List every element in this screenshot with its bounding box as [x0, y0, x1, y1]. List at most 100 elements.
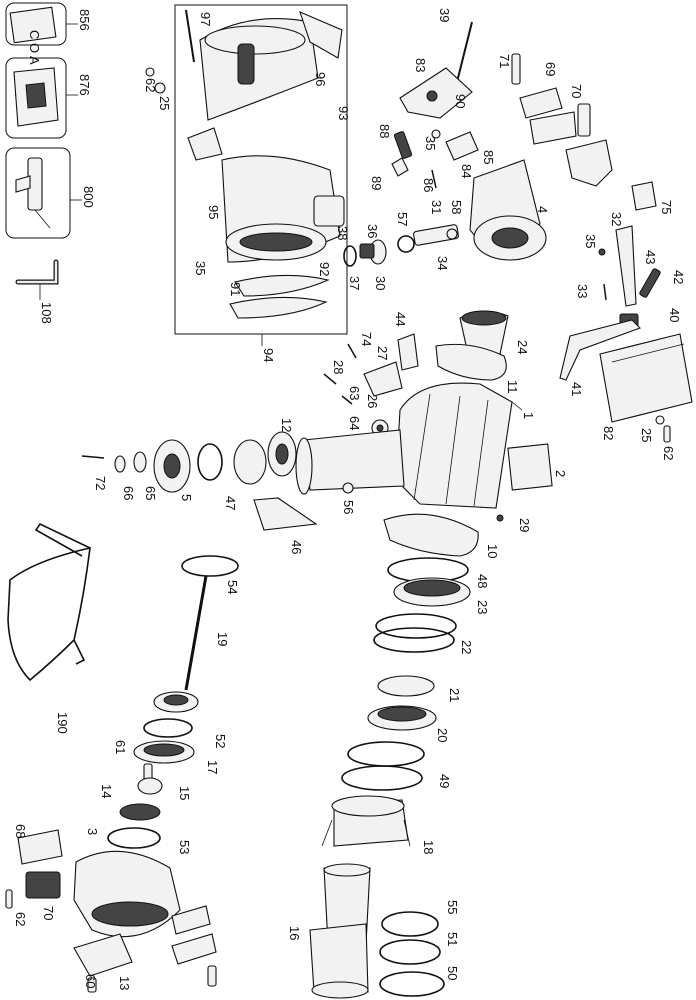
label-52: 52 — [213, 734, 228, 748]
label-14: 14 — [99, 784, 114, 798]
label-51: 51 — [445, 932, 460, 946]
upper-right-parts: 39 83 90 88 35 85 84 86 89 71 69 70 75 4… — [335, 8, 693, 460]
label-35a: 35 — [193, 261, 208, 275]
label-20: 20 — [435, 728, 450, 742]
label-55: 55 — [445, 900, 460, 914]
label-62b: 62 — [661, 446, 676, 460]
label-23: 23 — [475, 600, 490, 614]
label-42: 42 — [671, 270, 686, 284]
label-70a: 70 — [569, 84, 584, 98]
label-21: 21 — [447, 688, 462, 702]
ring-stack: 48 23 22 21 20 49 18 16 55 51 50 — [287, 557, 490, 999]
label-28: 28 — [331, 360, 346, 374]
label-61: 61 — [113, 740, 128, 754]
inset-856: C O A 856 — [5, 2, 92, 65]
main-body-area: 24 11 44 27 74 28 63 64 26 1 2 12 — [81, 310, 568, 558]
label-190: 190 — [55, 712, 70, 734]
inset-800: 800 — [5, 147, 96, 239]
label-36: 36 — [365, 224, 380, 238]
inset-876: 876 — [5, 57, 92, 139]
label-31: 31 — [429, 200, 444, 214]
label-63: 63 — [347, 386, 362, 400]
screw-washer-top: 62 25 — [143, 67, 172, 110]
label-13: 13 — [117, 976, 132, 990]
label-24: 24 — [515, 340, 530, 354]
label-18: 18 — [421, 840, 436, 854]
lower-left-parts: 190 54 19 52 17 61 15 14 53 3 68 70 — [5, 522, 240, 993]
label-37: 37 — [347, 276, 362, 290]
label-26: 26 — [365, 394, 380, 408]
label-5: 5 — [179, 494, 194, 501]
label-57: 57 — [395, 212, 410, 226]
label-2: 2 — [553, 470, 568, 477]
label-12: 12 — [279, 418, 294, 432]
label-40: 40 — [667, 308, 682, 322]
label-58: 58 — [449, 200, 464, 214]
label-53: 53 — [177, 840, 192, 854]
label-89: 89 — [369, 176, 384, 190]
label-91: 91 — [228, 282, 243, 296]
label-94: 94 — [261, 348, 276, 362]
label-50: 50 — [445, 966, 460, 980]
label-93: 93 — [336, 106, 351, 120]
label-32: 32 — [609, 212, 624, 226]
label-75: 75 — [659, 200, 674, 214]
label-16: 16 — [287, 926, 302, 940]
label-85: 85 — [481, 150, 496, 164]
label-97: 97 — [198, 12, 213, 26]
label-1: 1 — [521, 412, 536, 419]
label-72: 72 — [93, 476, 108, 490]
label-44: 44 — [393, 312, 408, 326]
label-35b: 35 — [423, 136, 438, 150]
label-35c: 35 — [583, 234, 598, 248]
label-84: 84 — [459, 164, 474, 178]
label-29: 29 — [517, 518, 532, 532]
label-65: 65 — [143, 486, 158, 500]
label-92: 92 — [317, 262, 332, 276]
label-15: 15 — [177, 786, 192, 800]
label-82: 82 — [601, 426, 616, 440]
label-17: 17 — [205, 760, 220, 774]
label-62a: 62 — [143, 78, 158, 92]
label-856: 856 — [77, 9, 92, 31]
label-96: 96 — [313, 72, 328, 86]
label-39: 39 — [437, 8, 452, 22]
inset-856-card-text: C O A — [27, 30, 42, 65]
label-876: 876 — [77, 74, 92, 96]
label-60: 60 — [83, 974, 98, 988]
label-43: 43 — [643, 250, 658, 264]
label-66: 66 — [121, 486, 136, 500]
label-108: 108 — [39, 302, 54, 324]
part-108-hex-key: 108 — [15, 259, 59, 324]
label-38: 38 — [335, 226, 350, 240]
label-64: 64 — [347, 416, 362, 430]
label-34: 34 — [435, 256, 450, 270]
label-19: 19 — [215, 632, 230, 646]
label-62c: 62 — [13, 912, 28, 926]
label-46: 46 — [289, 540, 304, 554]
label-48: 48 — [475, 574, 490, 588]
label-86: 86 — [421, 178, 436, 192]
label-83: 83 — [413, 58, 428, 72]
label-88: 88 — [377, 124, 392, 138]
label-71: 71 — [497, 54, 512, 68]
label-68: 68 — [13, 824, 28, 838]
label-3: 3 — [85, 828, 100, 835]
label-56: 56 — [341, 500, 356, 514]
label-70b: 70 — [41, 906, 56, 920]
label-4: 4 — [535, 206, 550, 213]
label-27: 27 — [375, 346, 390, 360]
label-49: 49 — [437, 774, 452, 788]
label-69: 69 — [543, 62, 558, 76]
label-22: 22 — [459, 640, 474, 654]
label-47: 47 — [223, 496, 238, 510]
filter-assembly-group: 97 96 93 95 92 35 91 94 — [174, 4, 351, 362]
label-25a: 25 — [157, 96, 172, 110]
label-74: 74 — [359, 332, 374, 346]
label-33: 33 — [575, 284, 590, 298]
label-54: 54 — [225, 580, 240, 594]
label-90: 90 — [453, 94, 468, 108]
label-95: 95 — [206, 205, 221, 219]
label-10: 10 — [485, 544, 500, 558]
